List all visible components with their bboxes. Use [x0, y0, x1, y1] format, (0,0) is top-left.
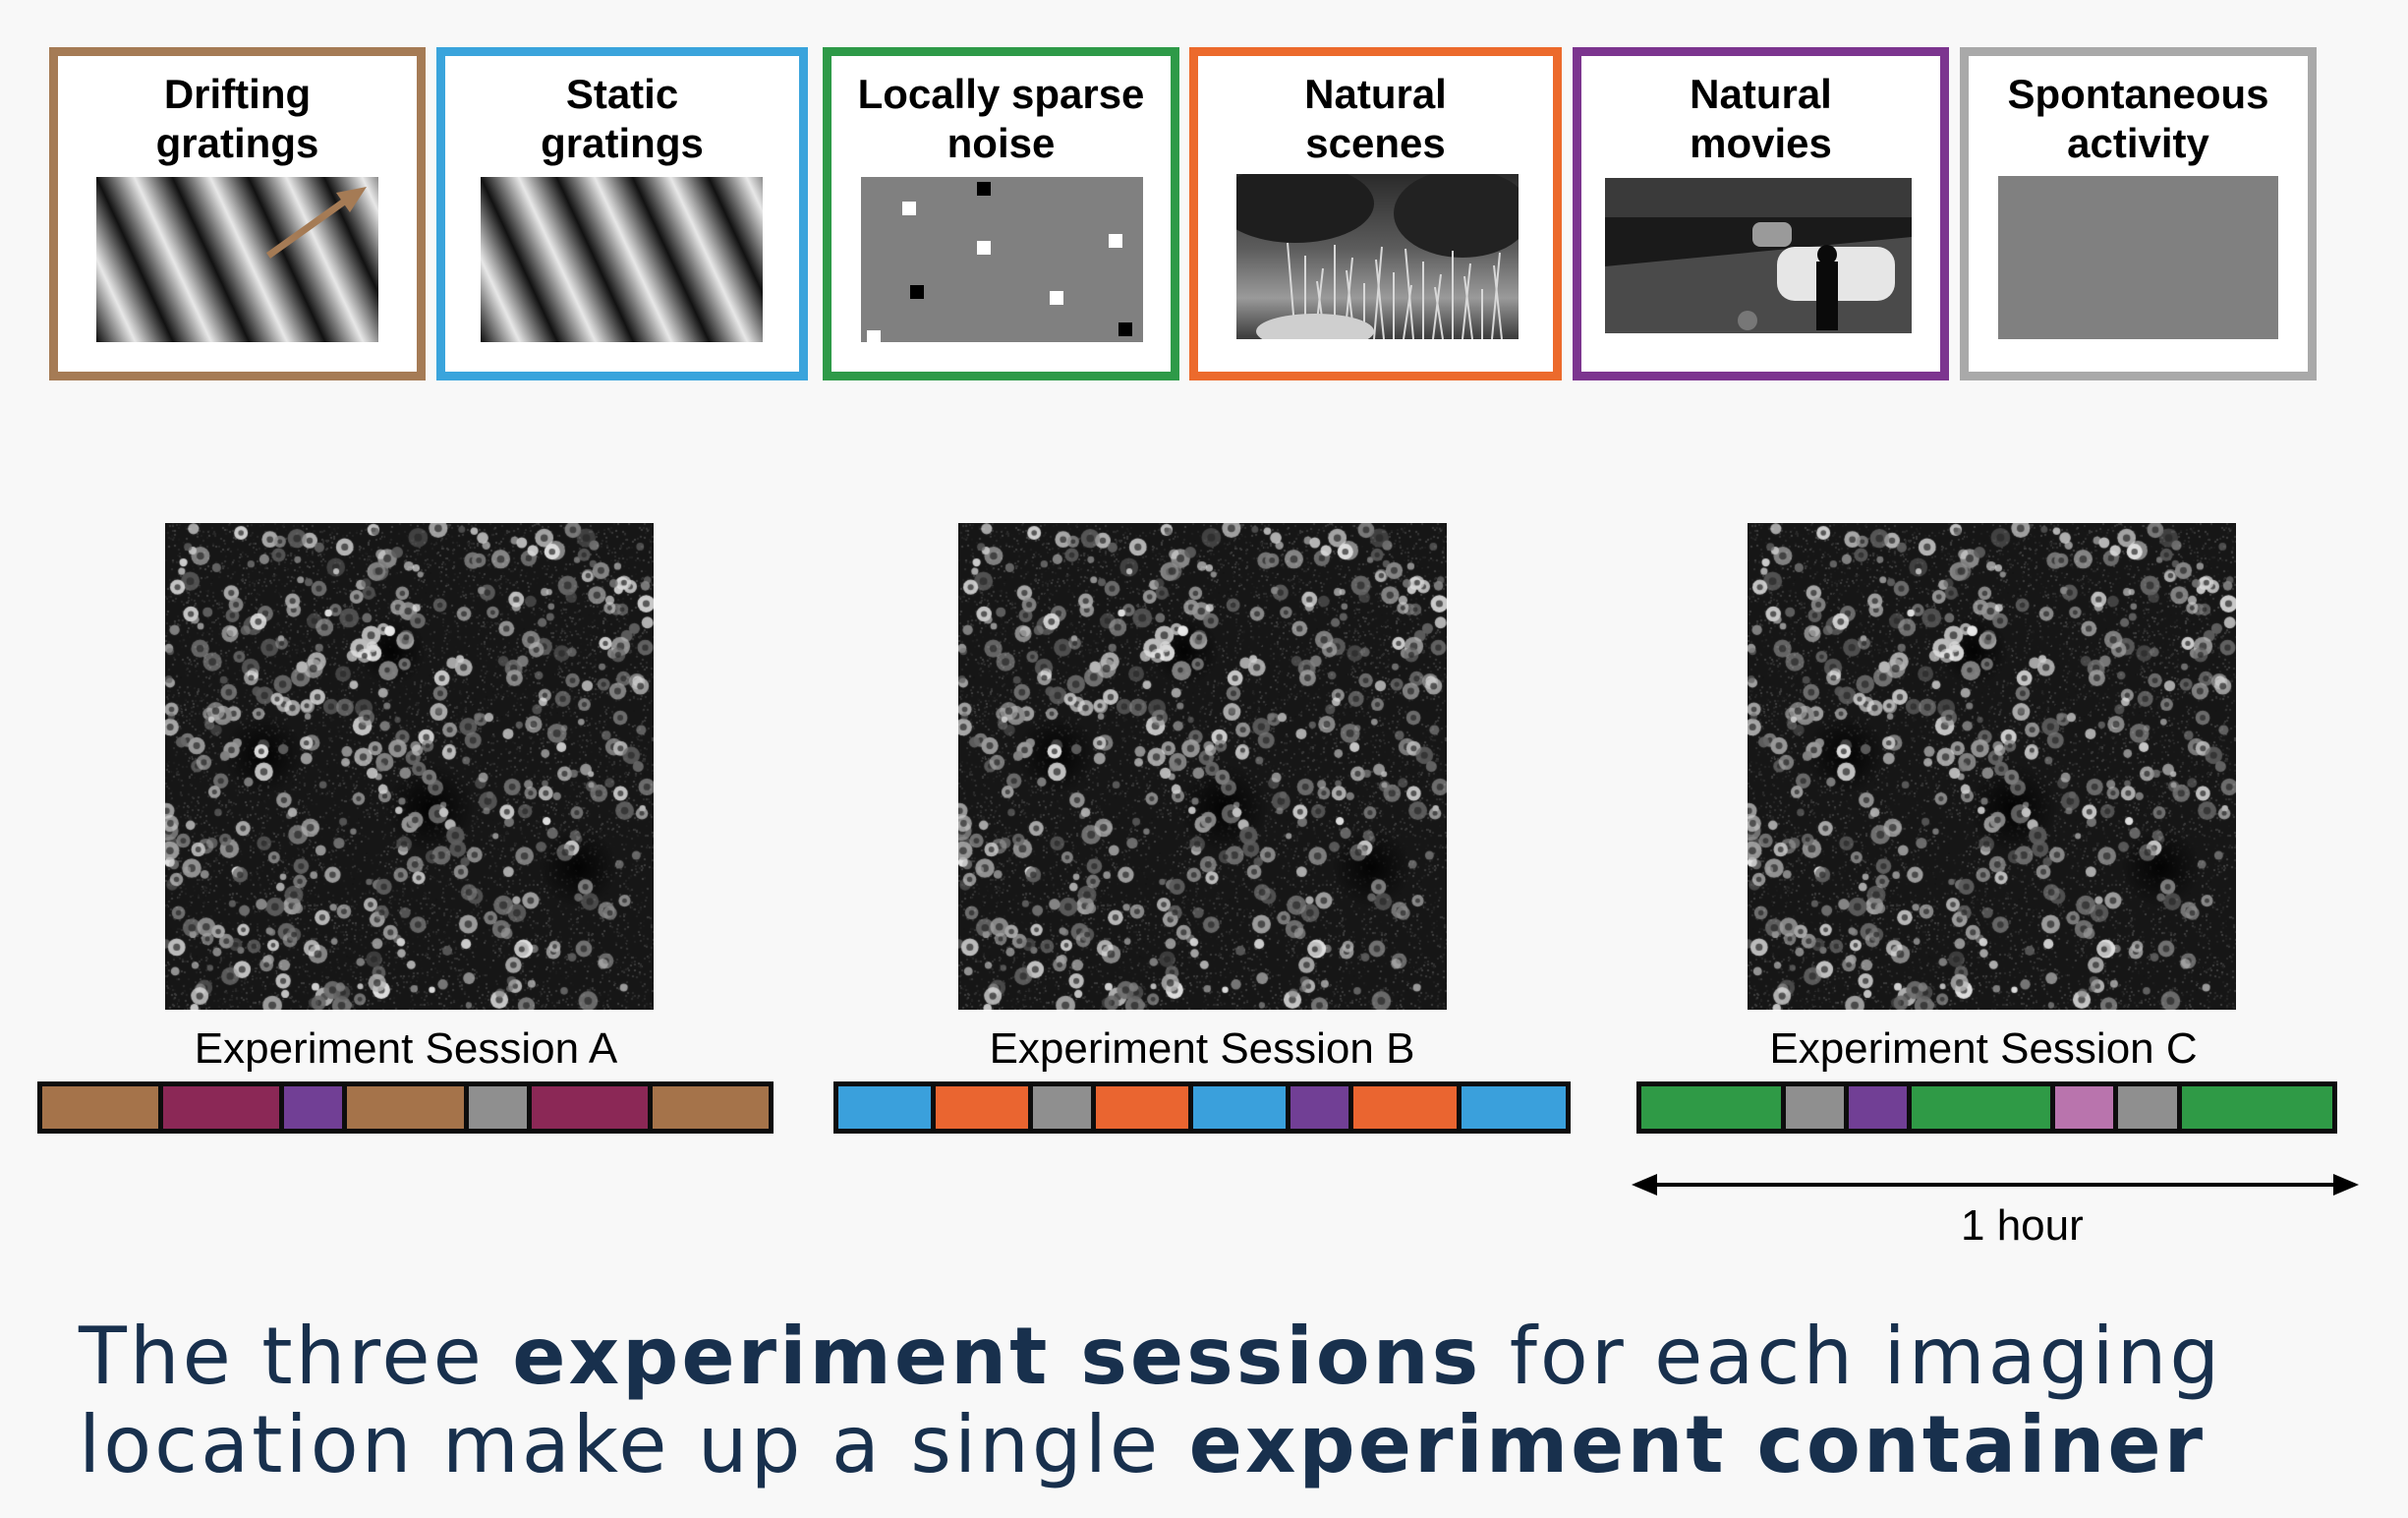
timeline-segment [1641, 1086, 1781, 1129]
timeline-segment [2055, 1086, 2114, 1129]
timeline-segment [284, 1086, 343, 1129]
stimulus-label: Locally sparse noise [857, 71, 1145, 166]
timeline-segment [1785, 1086, 1844, 1129]
session-label-c: Experiment Session C [1769, 1024, 2198, 1073]
caption-text: The three experiment sessions for each i… [79, 1313, 2339, 1489]
stimulus-card-spontaneous-activity: Spontaneous activity [1960, 47, 2317, 380]
timeline-segment [531, 1086, 648, 1129]
timeline-segment [163, 1086, 280, 1129]
static-gratings-image [481, 177, 763, 342]
session-label-a: Experiment Session A [194, 1024, 618, 1073]
timeline-segment [347, 1086, 464, 1129]
timeline-segment [1290, 1086, 1348, 1129]
timeline-segment [2118, 1086, 2177, 1129]
timeline-segment [1095, 1086, 1188, 1129]
movie-frame-image [1605, 178, 1912, 333]
timeline-segment [2181, 1086, 2332, 1129]
scale-label: 1 hour [1961, 1201, 2084, 1250]
timeline-segment [1462, 1086, 1566, 1129]
timeline-segment [1911, 1086, 2051, 1129]
timeline-session-c [1636, 1081, 2337, 1134]
timeline-segment [1352, 1086, 1458, 1129]
caption-part: for each imaging [1481, 1311, 2223, 1402]
session-label-b: Experiment Session B [989, 1024, 1415, 1073]
sparse-noise-image [861, 177, 1143, 342]
stimulus-label: Natural movies [1690, 71, 1832, 166]
one-hour-scale-arrow [1632, 1174, 2359, 1196]
gray-field-image [1998, 176, 2278, 339]
timeline-segment [652, 1086, 770, 1129]
timeline-segment [936, 1086, 1028, 1129]
natural-scene-image [1236, 174, 1519, 339]
two-photon-image-session-c [1748, 523, 2236, 1010]
timeline-segment [468, 1086, 527, 1129]
stimulus-label: Spontaneous activity [2007, 71, 2269, 166]
caption-part: location make up a single [79, 1399, 1189, 1490]
stimulus-card-static-gratings: Static gratings [436, 47, 808, 380]
stimulus-label: Drifting gratings [155, 71, 319, 166]
caption-emphasis: experiment sessions [512, 1311, 1482, 1402]
stimulus-card-natural-movies: Natural movies [1573, 47, 1949, 380]
drifting-gratings-image [96, 177, 378, 342]
timeline-segment [838, 1086, 931, 1129]
caption-emphasis: experiment container [1188, 1399, 2207, 1490]
two-photon-image-session-a [165, 523, 654, 1010]
timeline-segment [42, 1086, 159, 1129]
stimulus-card-drifting-gratings: Drifting gratings [49, 47, 426, 380]
timeline-segment [1033, 1086, 1091, 1129]
stimulus-card-locally-sparse-noise: Locally sparse noise [823, 47, 1179, 380]
stimulus-label: Static gratings [541, 71, 704, 166]
stimulus-card-natural-scenes: Natural scenes [1189, 47, 1562, 380]
caption-part: The three [79, 1311, 513, 1402]
two-photon-image-session-b [958, 523, 1447, 1010]
timeline-session-a [37, 1081, 774, 1134]
timeline-session-b [833, 1081, 1571, 1134]
timeline-segment [1848, 1086, 1907, 1129]
timeline-segment [1192, 1086, 1286, 1129]
stimulus-label: Natural scenes [1304, 71, 1447, 166]
